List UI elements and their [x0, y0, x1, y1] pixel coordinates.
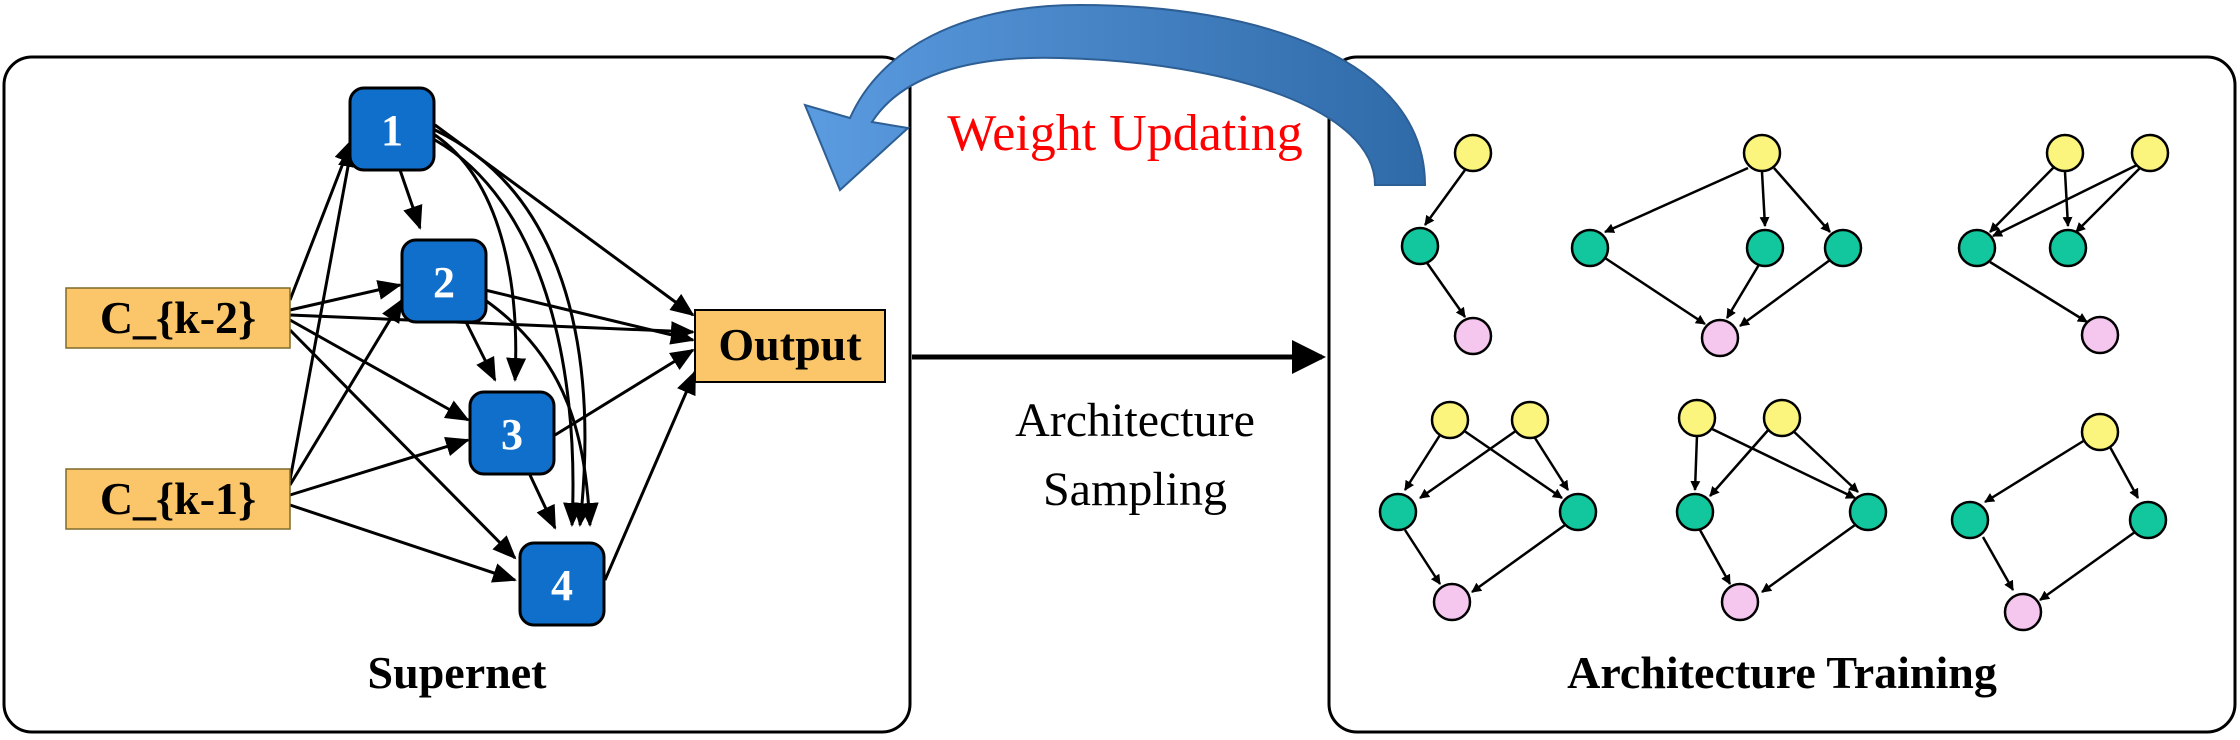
sample-architecture-1 [1400, 133, 1493, 356]
supernet-caption: Supernet [368, 647, 548, 698]
supernet-node-4: 4 [518, 541, 606, 627]
node-label-4: 4 [551, 561, 573, 610]
supernet-node-3: 3 [468, 390, 556, 476]
weight-update-arrow [803, 3, 1427, 192]
sample-architecture-5 [1675, 398, 1888, 622]
sample-architectures [1378, 133, 2170, 632]
input-label-ck2: C_{k-2} [100, 292, 256, 343]
supernet-edges [288, 123, 697, 583]
node-label-3: 3 [501, 410, 523, 459]
sample-architecture-6 [1950, 412, 2168, 632]
sample-architecture-3 [1957, 133, 2170, 355]
training-caption: Architecture Training [1567, 647, 1997, 698]
sample-architecture-2 [1570, 133, 1863, 358]
training-panel [1327, 55, 2237, 734]
weight-updating-label: Weight Updating [947, 105, 1302, 162]
output-box: Output [694, 309, 886, 383]
sampling-label-line1: Architecture [1015, 394, 1255, 447]
supernet-node-2: 2 [400, 238, 488, 324]
input-box-ck2: C_{k-2} [65, 287, 291, 349]
node-label-2: 2 [433, 258, 455, 307]
sample-architecture-4 [1378, 400, 1598, 622]
supernet-panel [2, 55, 912, 734]
node-label-1: 1 [381, 106, 403, 155]
sampling-label-line2: Sampling [1043, 463, 1227, 516]
output-label: Output [718, 319, 862, 370]
input-box-ck1: C_{k-1} [65, 468, 291, 530]
input-label-ck1: C_{k-1} [100, 473, 256, 524]
supernet-node-1: 1 [348, 86, 436, 172]
